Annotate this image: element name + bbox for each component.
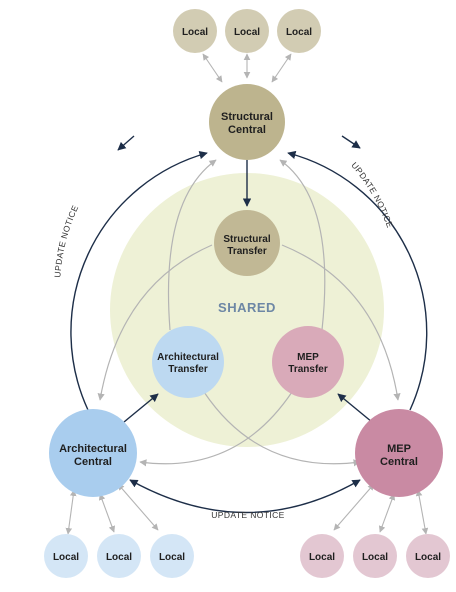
structural-local-3-label: Local	[286, 27, 312, 38]
update-notice-arc-left	[70, 150, 208, 411]
structural-local-arrow-1	[202, 53, 223, 83]
architectural-local-3: Local	[150, 534, 194, 578]
structural-local-1-label: Local	[182, 27, 208, 38]
structural-central-circle	[209, 84, 285, 160]
architectural-central-label-line1: Architectural	[59, 443, 127, 455]
structural-transfer-circle	[214, 210, 280, 276]
structural-local-3-circle	[277, 9, 321, 53]
architectural-local-2: Local	[97, 534, 141, 578]
architectural-local-1: Local	[44, 534, 88, 578]
mep-local-1-circle	[300, 534, 344, 578]
mep-local-1: Local	[300, 534, 344, 578]
architectural-central-circle	[49, 409, 137, 497]
structural-central-node: Structural Central	[209, 84, 285, 160]
mep-local-arrow-1	[333, 483, 375, 531]
architectural-local-2-label: Local	[106, 552, 132, 563]
mep-local-arrow-2	[378, 493, 396, 533]
mep-local-arrow-3	[415, 489, 429, 535]
architectural-transfer-to-mep-central-arrow	[203, 391, 361, 467]
structural-transfer-label-line2: Transfer	[227, 246, 267, 257]
structural-local-1: Local	[173, 9, 217, 53]
mep-transfer-node: MEP Transfer	[272, 326, 344, 398]
structural-central-label-line2: Central	[228, 124, 266, 136]
mep-local-2-label: Local	[362, 552, 388, 563]
mep-central-to-transfer-arrow	[337, 393, 373, 423]
mep-central-circle	[355, 409, 443, 497]
architectural-central-label-line2: Central	[74, 456, 112, 468]
architectural-local-3-label: Local	[159, 552, 185, 563]
structural-local-2-label: Local	[234, 27, 260, 38]
update-notice-arc-bottom	[129, 479, 361, 514]
structural-local-arrow-3	[271, 53, 292, 83]
architectural-central-to-transfer-arrow	[123, 393, 159, 423]
mep-transfer-label-line2: Transfer	[288, 364, 328, 375]
structural-transfer-node: Structural Transfer	[214, 210, 280, 276]
update-notice-arrowhead-left	[117, 135, 135, 151]
mep-transfer-to-architectural-central-arrow	[139, 391, 293, 467]
architectural-transfer-label-line1: Architectural	[157, 352, 219, 363]
mep-local-3-label: Local	[415, 552, 441, 563]
architectural-local-arrow-3	[117, 483, 159, 531]
architectural-local-3-circle	[150, 534, 194, 578]
structural-local-1-circle	[173, 9, 217, 53]
structural-local-2-circle	[225, 9, 269, 53]
mep-local-2: Local	[353, 534, 397, 578]
update-notice-left-label: UPDATE NOTICE	[52, 203, 80, 277]
mep-local-2-circle	[353, 534, 397, 578]
structural-transfer-to-mep-central-arrow	[281, 244, 401, 401]
architectural-local-arrow-1	[65, 489, 77, 535]
structural-local-3: Local	[277, 9, 321, 53]
architectural-transfer-node: Architectural Transfer	[152, 326, 224, 398]
architectural-central-node: Architectural Central	[49, 409, 137, 497]
mep-central-label-line1: MEP	[387, 443, 411, 455]
architectural-local-arrow-2	[98, 493, 116, 533]
mep-local-3: Local	[406, 534, 450, 578]
architectural-transfer-circle	[152, 326, 224, 398]
structural-local-2: Local	[225, 9, 269, 53]
structural-central-label-line1: Structural	[221, 111, 273, 123]
update-notice-bottom-label: UPDATE NOTICE	[211, 510, 285, 520]
architectural-local-1-label: Local	[53, 552, 79, 563]
structural-transfer-to-architectural-central-arrow	[97, 244, 213, 401]
architectural-local-1-circle	[44, 534, 88, 578]
mep-transfer-to-structural-central-arrow	[279, 159, 326, 331]
update-notice-arc-right	[287, 150, 428, 411]
update-notice-right-label: UPDATE NOTICE	[349, 160, 395, 229]
mep-central-label-line2: Central	[380, 456, 418, 468]
architectural-transfer-to-structural-central-arrow	[167, 159, 217, 331]
mep-transfer-label-line1: MEP	[297, 352, 319, 363]
update-notice-arrowhead-right	[341, 135, 361, 149]
shared-label: SHARED	[218, 300, 276, 315]
architectural-transfer-label-line2: Transfer	[168, 364, 208, 375]
mep-transfer-circle	[272, 326, 344, 398]
mep-local-3-circle	[406, 534, 450, 578]
structural-transfer-label-line1: Structural	[223, 234, 270, 245]
mep-local-1-label: Local	[309, 552, 335, 563]
architectural-local-2-circle	[97, 534, 141, 578]
mep-central-node: MEP Central	[355, 409, 443, 497]
